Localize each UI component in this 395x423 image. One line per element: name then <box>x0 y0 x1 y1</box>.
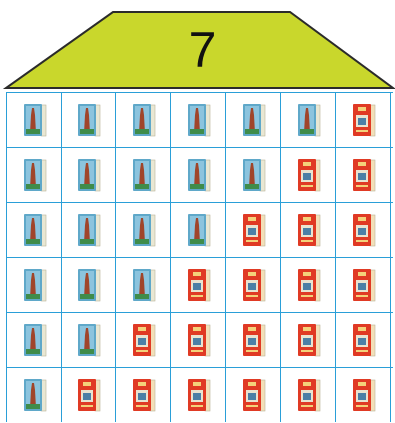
book-cell <box>281 313 336 367</box>
blue-book-icon <box>242 158 266 192</box>
book-row <box>6 92 393 147</box>
book-cell <box>336 258 391 312</box>
book-cell <box>336 148 391 202</box>
book-cell <box>61 148 116 202</box>
red-book-icon <box>352 378 376 412</box>
book-cell <box>116 258 171 312</box>
red-book-icon <box>352 323 376 357</box>
blue-book-icon <box>187 103 211 137</box>
book-row <box>6 312 393 367</box>
red-book-icon <box>352 213 376 247</box>
book-cell <box>61 258 116 312</box>
red-book-icon <box>297 213 321 247</box>
blue-book-icon <box>77 158 101 192</box>
book-cell <box>171 313 226 367</box>
book-cell <box>116 203 171 257</box>
book-cell <box>116 93 171 147</box>
book-cell <box>336 203 391 257</box>
book-cell <box>6 368 62 422</box>
book-cell <box>336 313 391 367</box>
book-cell <box>226 368 281 422</box>
blue-book-icon <box>23 268 47 302</box>
blue-book-icon <box>242 103 266 137</box>
book-cell <box>281 93 336 147</box>
book-cell <box>281 368 336 422</box>
blue-book-icon <box>23 378 47 412</box>
book-row <box>6 202 393 257</box>
book-cell <box>281 203 336 257</box>
book-cell <box>116 368 171 422</box>
book-row <box>6 147 393 202</box>
book-cell <box>61 93 116 147</box>
blue-book-icon <box>132 213 156 247</box>
book-cell <box>281 148 336 202</box>
book-cell <box>226 203 281 257</box>
blue-book-icon <box>23 213 47 247</box>
red-book-icon <box>297 158 321 192</box>
red-book-icon <box>77 378 101 412</box>
red-book-icon <box>187 378 211 412</box>
book-cell <box>226 148 281 202</box>
red-book-icon <box>297 323 321 357</box>
blue-book-icon <box>77 103 101 137</box>
book-cell <box>171 258 226 312</box>
book-row <box>6 367 393 422</box>
book-cell <box>61 313 116 367</box>
blue-book-icon <box>187 213 211 247</box>
blue-book-icon <box>297 103 321 137</box>
red-book-icon <box>132 378 156 412</box>
book-cell <box>281 258 336 312</box>
book-cell <box>116 148 171 202</box>
book-cell <box>171 368 226 422</box>
blue-book-icon <box>132 158 156 192</box>
book-cell <box>61 368 116 422</box>
book-cell <box>336 93 391 147</box>
book-grid <box>6 92 393 422</box>
book-cell <box>226 93 281 147</box>
blue-book-icon <box>187 158 211 192</box>
blue-book-icon <box>77 323 101 357</box>
blue-book-icon <box>132 103 156 137</box>
book-cell <box>6 93 62 147</box>
red-book-icon <box>352 268 376 302</box>
red-book-icon <box>132 323 156 357</box>
book-cell <box>171 93 226 147</box>
roof-number: 7 <box>160 20 245 80</box>
book-cell <box>61 203 116 257</box>
book-cell <box>336 368 391 422</box>
red-book-icon <box>242 323 266 357</box>
blue-book-icon <box>132 268 156 302</box>
red-book-icon <box>187 268 211 302</box>
book-cell <box>6 313 62 367</box>
red-book-icon <box>187 323 211 357</box>
blue-book-icon <box>23 323 47 357</box>
book-cell <box>171 203 226 257</box>
book-cell <box>116 313 171 367</box>
book-cell <box>171 148 226 202</box>
blue-book-icon <box>23 103 47 137</box>
blue-book-icon <box>77 213 101 247</box>
book-cell <box>6 148 62 202</box>
book-cell <box>226 313 281 367</box>
red-book-icon <box>352 158 376 192</box>
book-cell <box>6 258 62 312</box>
red-book-icon <box>242 213 266 247</box>
book-cell <box>226 258 281 312</box>
red-book-icon <box>297 268 321 302</box>
red-book-icon <box>242 378 266 412</box>
red-book-icon <box>242 268 266 302</box>
blue-book-icon <box>23 158 47 192</box>
book-cell <box>6 203 62 257</box>
book-row <box>6 257 393 312</box>
red-book-icon <box>297 378 321 412</box>
blue-book-icon <box>77 268 101 302</box>
red-book-icon <box>352 103 376 137</box>
